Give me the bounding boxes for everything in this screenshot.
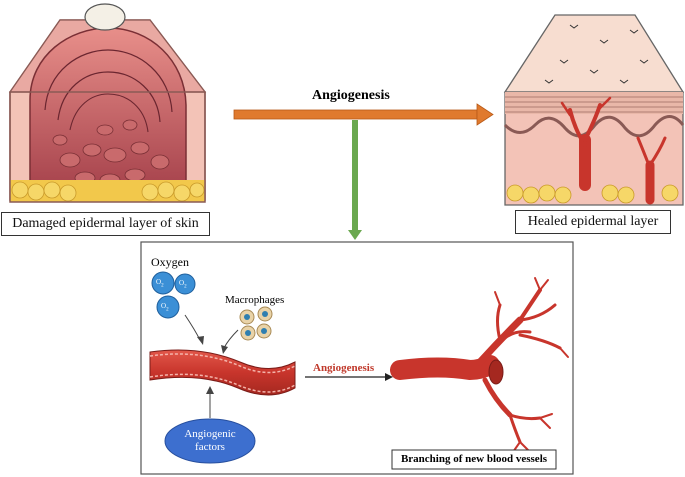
angiogenic-factors-line1: Angiogenic bbox=[184, 428, 236, 440]
horizontal-angiogenesis-arrow bbox=[233, 103, 494, 126]
macrophage-cells bbox=[239, 306, 273, 341]
damaged-caption: Damaged epidermal layer of skin bbox=[1, 212, 210, 236]
healed-caption: Healed epidermal layer bbox=[515, 210, 671, 234]
o2-label-3: O2 bbox=[161, 302, 169, 313]
branching-caption-box bbox=[391, 449, 557, 470]
angiogenesis-top-label: Angiogenesis bbox=[312, 88, 390, 103]
o2-label-2: O2 bbox=[179, 279, 187, 290]
angiogenic-factors-label: Angiogenic factors bbox=[170, 428, 250, 454]
o2-label-1: O2 bbox=[156, 278, 164, 289]
branching-vessels bbox=[390, 277, 569, 453]
damaged-skin-illustration bbox=[8, 3, 207, 203]
macrophages-label: Macrophages bbox=[225, 294, 285, 306]
oxygen-label: Oxygen bbox=[151, 255, 189, 269]
oxygen-molecules bbox=[151, 271, 196, 319]
angiogenic-factors-ellipse bbox=[164, 418, 256, 464]
blood-vessel-segment bbox=[149, 349, 296, 396]
angiogenic-factors-line2: factors bbox=[195, 441, 225, 453]
branching-caption: Branching of new blood vessels bbox=[400, 453, 548, 465]
healed-skin-illustration bbox=[503, 14, 685, 206]
vertical-green-arrow bbox=[348, 120, 362, 240]
angiogenesis-panel-label: Angiogenesis bbox=[313, 362, 375, 374]
